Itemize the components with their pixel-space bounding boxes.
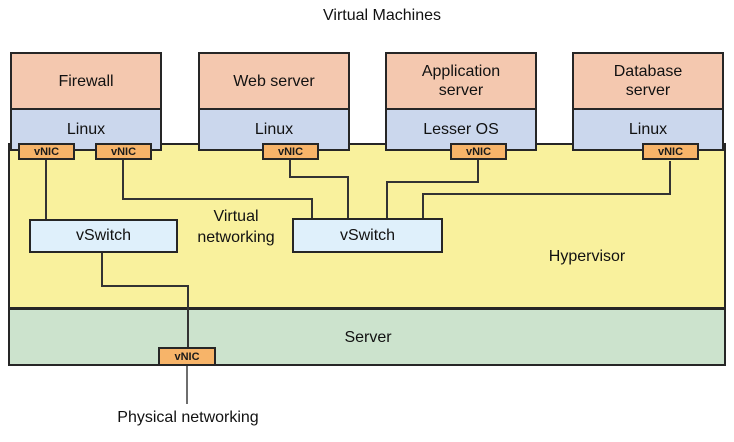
- vnic-box-firewall-2: vNIC: [95, 143, 152, 160]
- vm-name-label: Database server: [613, 63, 683, 99]
- vm-stack-database-server: Database server Linux: [572, 52, 724, 151]
- connector-vswitch1-vertical-2: [187, 285, 189, 347]
- diagram-title: Virtual Machines: [323, 7, 441, 24]
- vm-stack-application-server: Application server Lesser OS: [385, 52, 537, 151]
- connector-db-horizontal: [422, 193, 671, 195]
- vm-os-label: Linux: [254, 120, 294, 138]
- connector-db-vertical-2: [422, 193, 424, 218]
- connector-physical-vertical: [186, 366, 188, 404]
- connector-app-vertical-1: [477, 160, 479, 183]
- connector-fw2-horizontal: [122, 198, 313, 200]
- vm-name-label: Web server: [233, 72, 315, 90]
- vm-os-label: Linux: [628, 120, 668, 138]
- vm-os-label: Linux: [66, 120, 106, 138]
- connector-web-horizontal: [289, 176, 349, 178]
- connector-vswitch1-horizontal: [101, 285, 189, 287]
- vm-name-label: Application server: [421, 63, 501, 99]
- vnic-box-database-server: vNIC: [642, 143, 699, 160]
- connector-vswitch1-vertical-1: [101, 252, 103, 287]
- connector-fw1-vertical: [45, 160, 47, 219]
- vm-os-label: Lesser OS: [423, 120, 499, 138]
- vnic-box-physical: vNIC: [158, 347, 216, 366]
- vnic-box-application-server: vNIC: [450, 143, 507, 160]
- vm-app-box: Firewall: [10, 52, 162, 110]
- vnic-box-web-server: vNIC: [262, 143, 319, 160]
- vm-name-label: Firewall: [58, 72, 114, 90]
- vm-app-box: Database server: [572, 52, 724, 110]
- vm-stack-firewall: Firewall Linux: [10, 52, 162, 151]
- virtual-networking-label: Virtual networking: [197, 208, 275, 246]
- connector-app-horizontal: [386, 181, 479, 183]
- vm-app-box: Web server: [198, 52, 350, 110]
- physical-networking-label: Physical networking: [117, 409, 259, 426]
- connector-web-vertical-2: [347, 176, 349, 218]
- connector-web-vertical-1: [289, 160, 291, 178]
- vm-stack-web-server: Web server Linux: [198, 52, 350, 151]
- connector-fw2-vertical-1: [122, 159, 124, 200]
- vnic-box-firewall-1: vNIC: [18, 143, 75, 160]
- connector-fw2-vertical-2: [311, 198, 313, 218]
- connector-app-vertical-2: [386, 181, 388, 218]
- vm-app-box: Application server: [385, 52, 537, 110]
- server-label: Server: [344, 329, 392, 346]
- connector-db-vertical-1: [669, 161, 671, 195]
- hypervisor-label: Hypervisor: [548, 248, 626, 265]
- vswitch-2-box: vSwitch: [292, 218, 443, 253]
- server-box: [8, 308, 726, 366]
- vswitch-1-box: vSwitch: [29, 219, 178, 253]
